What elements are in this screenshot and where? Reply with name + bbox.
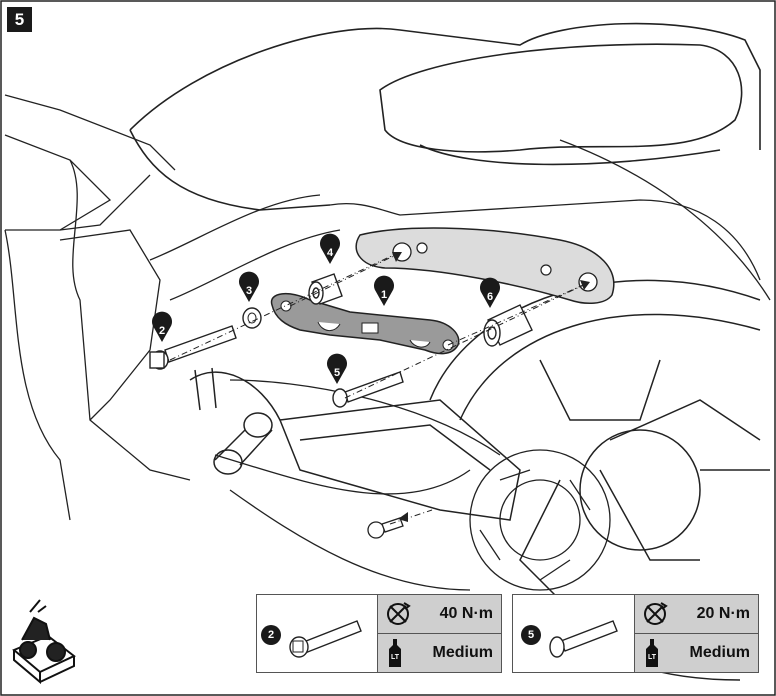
bolt-illustration: 5: [521, 620, 618, 658]
part-small-bolt: [367, 517, 404, 539]
threadlock-icon-label: LT: [648, 654, 657, 661]
callout-6: 6: [480, 277, 500, 308]
rear-wheel: [429, 279, 770, 681]
threadlock-bottle-icon: LT: [646, 639, 658, 667]
callout-3-label: 3: [246, 285, 252, 297]
torque-box-spec-area: 40 N·m LT Medium: [377, 595, 501, 672]
torque-row: 40 N·m: [378, 595, 501, 634]
callout-4-label: 4: [327, 247, 334, 259]
bolt-illustration: 2: [261, 620, 362, 658]
callout-5: 5: [327, 353, 347, 384]
step-number-badge: 5: [7, 7, 32, 32]
drive-chain: [214, 379, 501, 591]
threadlock-strength: Medium: [689, 644, 750, 661]
callout-4: 4: [320, 233, 340, 264]
threadlock-strength: Medium: [432, 644, 493, 661]
part-bolt-2: [149, 325, 237, 370]
swingarm: [189, 371, 521, 521]
callout-1: 1: [374, 275, 394, 306]
assembly-lines: [169, 251, 591, 525]
part-spacer-6: [483, 304, 533, 347]
callout-3: 3: [239, 271, 259, 302]
pivot-tube: [194, 367, 273, 475]
torque-wrench-icon: [387, 602, 411, 625]
threadlock-icon-label: LT: [391, 654, 400, 661]
torque-spec-box-bolt-5: 5 20 N·m LT Medium: [512, 594, 759, 673]
callout-1-label: 1: [381, 289, 387, 301]
sprocket: [469, 449, 611, 591]
motorcycle-stand-icon: [12, 599, 76, 685]
torque-wrench-icon: [644, 602, 668, 625]
torque-value: 20 N·m: [696, 605, 750, 622]
seat-outline: [129, 22, 761, 211]
torque-box-part-area: 2: [257, 595, 380, 672]
callout-2: 2: [152, 311, 173, 342]
torque-box-part-number: 5: [528, 629, 534, 641]
callout-2-label: 2: [159, 325, 165, 337]
torque-box-spec-area: 20 N·m LT Medium: [634, 595, 758, 672]
torque-box-part-number: 2: [268, 629, 274, 641]
threadlock-bottle-icon: LT: [389, 639, 401, 667]
threadlock-row: LT Medium: [635, 634, 758, 672]
torque-row: 20 N·m: [635, 595, 758, 634]
part-bracket-plate: [270, 293, 460, 355]
torque-spec-box-bolt-2: 2 40 N·m LT Medium: [256, 594, 502, 673]
arrowheads: [392, 252, 590, 522]
threadlock-row: LT Medium: [378, 634, 501, 672]
torque-value: 40 N·m: [439, 605, 493, 622]
torque-box-part-area: 5: [513, 595, 636, 672]
part-bolt-5: [332, 371, 404, 408]
callout-5-label: 5: [334, 367, 340, 379]
callout-6-label: 6: [487, 291, 493, 303]
